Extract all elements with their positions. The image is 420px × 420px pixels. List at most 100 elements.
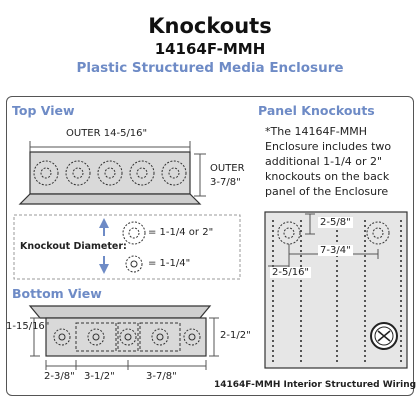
large-knockout-size: = 1-1/4 or 2" xyxy=(148,227,214,238)
mounting-hole xyxy=(300,355,302,357)
mounting-hole xyxy=(364,310,366,312)
mounting-hole xyxy=(336,345,338,347)
mounting-hole xyxy=(364,230,366,232)
mounting-hole xyxy=(364,250,366,252)
panel-caption: 14164F-MMH Interior Structured Wiring xyxy=(214,380,417,390)
knockout-inner-ring xyxy=(188,333,196,341)
mounting-hole xyxy=(272,260,274,262)
mounting-hole xyxy=(272,280,274,282)
mounting-hole xyxy=(300,345,302,347)
legend-large-knockout-icon xyxy=(122,221,146,245)
mounting-hole xyxy=(336,280,338,282)
mounting-hole xyxy=(400,270,402,272)
top-outer-depth-label: OUTER xyxy=(210,163,245,174)
mounting-hole xyxy=(364,285,366,287)
knockout-outer-ring xyxy=(161,160,187,186)
mounting-hole xyxy=(300,220,302,222)
knockout-inner-ring xyxy=(168,167,180,179)
mounting-hole xyxy=(300,340,302,342)
mounting-hole xyxy=(272,230,274,232)
mounting-hole xyxy=(336,330,338,332)
knockout-inner-ring xyxy=(124,333,132,341)
mounting-hole xyxy=(272,335,274,337)
mounting-hole xyxy=(300,350,302,352)
mounting-hole xyxy=(300,240,302,242)
mounting-hole xyxy=(364,355,366,357)
mounting-hole xyxy=(300,225,302,227)
mounting-hole xyxy=(336,305,338,307)
model-number: 14164F-MMH xyxy=(154,40,266,58)
mounting-hole xyxy=(272,325,274,327)
mounting-hole xyxy=(300,335,302,337)
mounting-hole xyxy=(300,250,302,252)
panel-dim-left-label: 2-5/16" xyxy=(270,267,312,278)
mounting-hole xyxy=(336,275,338,277)
mounting-hole xyxy=(336,290,338,292)
mounting-hole xyxy=(300,300,302,302)
top-depth-dimension xyxy=(194,153,206,197)
mounting-hole xyxy=(272,220,274,222)
mounting-hole xyxy=(272,350,274,352)
mounting-hole xyxy=(300,305,302,307)
mounting-hole xyxy=(272,320,274,322)
mounting-hole xyxy=(336,340,338,342)
mounting-hole xyxy=(336,350,338,352)
mounting-hole xyxy=(364,330,366,332)
top-view-enclosure xyxy=(29,151,191,195)
small-knockout-size: = 1-1/4" xyxy=(148,258,191,269)
mounting-hole xyxy=(336,315,338,317)
mounting-hole xyxy=(364,235,366,237)
mounting-hole xyxy=(400,245,402,247)
mounting-hole xyxy=(272,310,274,312)
top-view-knockouts xyxy=(33,160,187,186)
legend-arrow xyxy=(99,218,109,274)
mounting-hole xyxy=(400,265,402,267)
mounting-hole xyxy=(364,280,366,282)
knockout-outer-ring xyxy=(119,328,137,346)
mounting-hole xyxy=(400,295,402,297)
mounting-hole xyxy=(336,295,338,297)
mounting-hole xyxy=(364,220,366,222)
panel-knockout-left xyxy=(277,221,301,245)
mounting-hole xyxy=(336,355,338,357)
mounting-hole xyxy=(364,240,366,242)
diagram-frame xyxy=(6,96,414,396)
mounting-hole xyxy=(400,355,402,357)
panel-knockouts-note: *The 14164F-MMH Enclosure includes two a… xyxy=(265,125,392,198)
mounting-hole xyxy=(364,325,366,327)
mounting-hole xyxy=(300,330,302,332)
panel-mounting-holes xyxy=(272,220,402,362)
mounting-hole xyxy=(300,230,302,232)
mounting-hole xyxy=(400,255,402,257)
knockout-outer-ring xyxy=(53,328,71,346)
page-title: Knockouts xyxy=(148,14,272,38)
mounting-hole xyxy=(336,260,338,262)
knockout-inner-ring xyxy=(104,167,116,179)
mounting-hole xyxy=(364,260,366,262)
mounting-hole xyxy=(400,310,402,312)
mounting-hole xyxy=(272,285,274,287)
mounting-hole xyxy=(300,235,302,237)
mounting-hole xyxy=(364,345,366,347)
knockout-outer-ring xyxy=(151,328,169,346)
mounting-hole xyxy=(300,315,302,317)
mounting-hole xyxy=(400,330,402,332)
manufacturer-logo xyxy=(370,322,398,350)
mounting-hole xyxy=(364,275,366,277)
mounting-hole xyxy=(400,220,402,222)
top-view-heading: Top View xyxy=(12,103,75,118)
mounting-hole xyxy=(300,255,302,257)
panel-dim-mid-label: 7-3/4" xyxy=(318,245,353,256)
bottom-dimensions xyxy=(30,317,219,370)
mounting-hole xyxy=(272,225,274,227)
mounting-hole xyxy=(364,300,366,302)
mounting-hole xyxy=(400,300,402,302)
top-outer-width-label: OUTER 14-5/16" xyxy=(66,128,148,139)
mounting-hole xyxy=(336,240,338,242)
mounting-hole xyxy=(272,255,274,257)
top-width-dimension xyxy=(29,141,191,153)
mounting-hole xyxy=(400,225,402,227)
bottom-dim-c-label: 3-7/8" xyxy=(146,371,177,382)
mounting-hole xyxy=(272,300,274,302)
